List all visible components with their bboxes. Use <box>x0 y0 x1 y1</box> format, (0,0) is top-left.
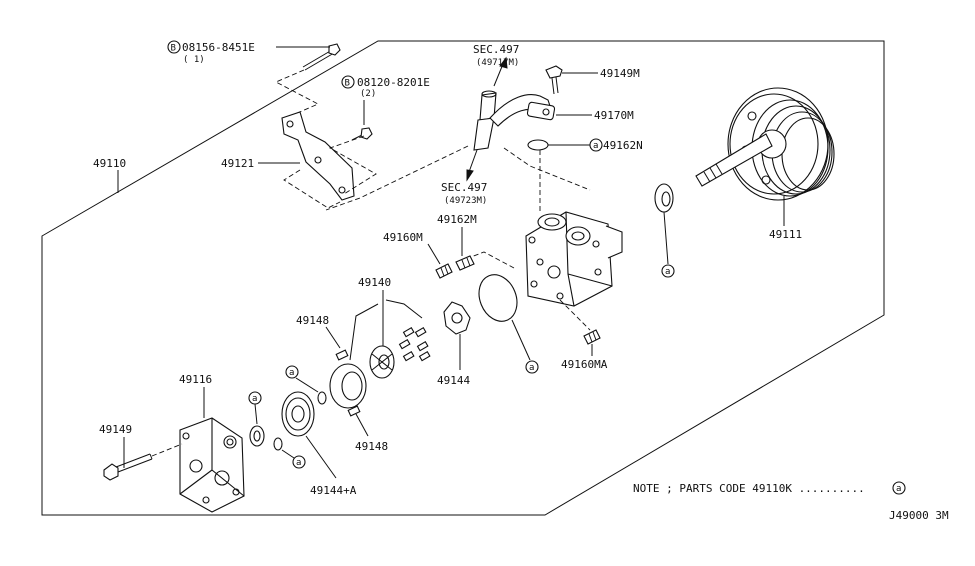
label-49160MA: 49160MA <box>561 358 608 371</box>
b-marker-text: B <box>345 79 350 89</box>
label-49111: 49111 <box>769 228 802 241</box>
svg-text:a: a <box>896 484 901 494</box>
a-marker: a <box>248 391 262 405</box>
bolt-08120-8201E <box>351 127 373 141</box>
a-marker: a <box>292 455 306 469</box>
label-49110: 49110 <box>93 157 126 170</box>
a-marker: a <box>589 138 603 152</box>
o-ring-49162N <box>527 139 549 151</box>
pump-body <box>525 211 623 307</box>
plug-49160MA <box>583 329 601 345</box>
svg-text:a: a <box>665 267 670 277</box>
bracket-49121 <box>281 111 355 201</box>
label-49144: 49144 <box>437 374 470 387</box>
svg-text:a: a <box>289 368 294 378</box>
label-49170M: 49170M <box>594 109 634 122</box>
a-marker: a <box>525 360 539 374</box>
label-49144A: 49144+A <box>310 484 357 497</box>
label-sec497-top: SEC.497 <box>473 43 519 56</box>
label-49149: 49149 <box>99 423 132 436</box>
label-49121: 49121 <box>221 157 254 170</box>
label-49148-bottom: 49148 <box>355 440 388 453</box>
pulley-49111 <box>727 87 835 201</box>
label-49140: 49140 <box>358 276 391 289</box>
label-49149M: 49149M <box>600 67 640 80</box>
svg-text:a: a <box>252 394 257 404</box>
a-marker: a <box>285 365 299 379</box>
bolt-49149M <box>545 65 563 95</box>
svg-text:a: a <box>593 141 598 151</box>
label-49723M: (49723M) <box>444 196 487 206</box>
svg-text:a: a <box>529 363 534 373</box>
oil-seal <box>654 183 674 213</box>
b-marker-top: B <box>167 40 181 54</box>
seal-ring <box>249 425 265 447</box>
svg-text:a: a <box>296 458 301 468</box>
diagram-code: J49000 3M <box>889 509 949 522</box>
rotor <box>369 345 395 379</box>
bolt-49149 <box>103 453 153 481</box>
pin-49148-bottom <box>347 405 361 417</box>
a-marker: a <box>661 264 675 278</box>
assembly-boundary <box>41 40 885 516</box>
b-marker-text: B <box>171 44 176 54</box>
pipe-49170M <box>473 90 556 151</box>
seal-49162M <box>455 255 475 271</box>
label-49162N: 49162N <box>603 139 643 152</box>
label-08156-8451E: 08156-8451E <box>182 41 255 54</box>
label-49717M: (49717M) <box>476 58 519 68</box>
plate-49144A <box>281 391 315 437</box>
label-49148-top: 49148 <box>296 314 329 327</box>
cam-ring <box>329 363 367 409</box>
label-49116: 49116 <box>179 373 212 386</box>
plug-49160M <box>435 263 453 279</box>
label-08120-qty: (2) <box>360 89 376 99</box>
label-08120-8201E: 08120-8201E <box>357 76 430 89</box>
pin-49148-top <box>335 349 349 361</box>
label-49162M: 49162M <box>437 213 477 226</box>
label-49160M: 49160M <box>383 231 423 244</box>
shaft <box>695 133 773 187</box>
vanes <box>398 327 431 362</box>
o-ring-large <box>478 274 518 322</box>
bolt-08156-8451E <box>276 43 341 71</box>
b-marker-mid: B <box>341 75 355 89</box>
label-sec497-bottom: SEC.497 <box>441 181 487 194</box>
side-plate-49144 <box>443 301 471 335</box>
rear-housing-49116 <box>179 417 245 513</box>
note-parts-code: NOTE ; PARTS CODE 49110K .......... <box>633 482 865 495</box>
label-08156-qty: ( 1) <box>183 55 205 65</box>
a-marker: a <box>892 481 906 495</box>
